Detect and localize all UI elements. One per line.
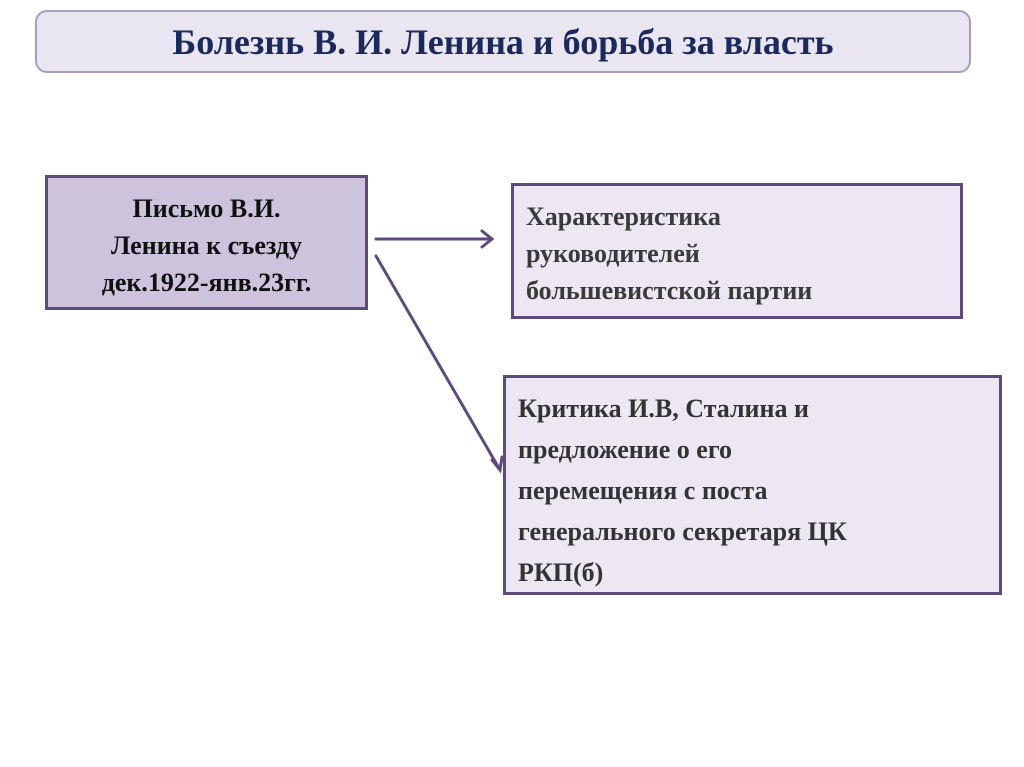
stalin-criticism-box: Критика И.В, Сталина и предложение о его… <box>503 375 1002 595</box>
box-text-line: Характеристика <box>526 202 721 231</box>
box-text-line: Ленина к съезду <box>110 231 303 260</box>
slide-title: Болезнь В. И. Ленина и борьба за власть <box>172 21 834 62</box>
characteristics-box: Характеристика руководителей большевистс… <box>511 183 963 319</box>
arrow-to-criticism <box>374 254 504 474</box>
box-text-line: Критика И.В, Сталина и <box>518 394 809 423</box>
box-text-line: перемещения с поста <box>518 476 768 505</box>
box-text-line: руководителей <box>526 239 700 268</box>
box-text-line: Письмо В.И. <box>132 194 281 223</box>
slide-title-box: Болезнь В. И. Ленина и борьба за власть <box>35 10 971 73</box>
box-text-line: предложение о его <box>518 435 732 464</box>
box-text-line: РКП(б) <box>518 558 604 587</box>
box-text-line: генерального секретаря ЦК <box>518 517 847 546</box>
lenin-letter-box: Письмо В.И. Ленина к съезду дек.1922-янв… <box>45 175 368 310</box>
box-text-line: дек.1922-янв.23гг. <box>101 268 312 297</box>
box-text-line: большевистской партии <box>526 276 813 305</box>
arrow-to-characteristics <box>374 229 495 249</box>
